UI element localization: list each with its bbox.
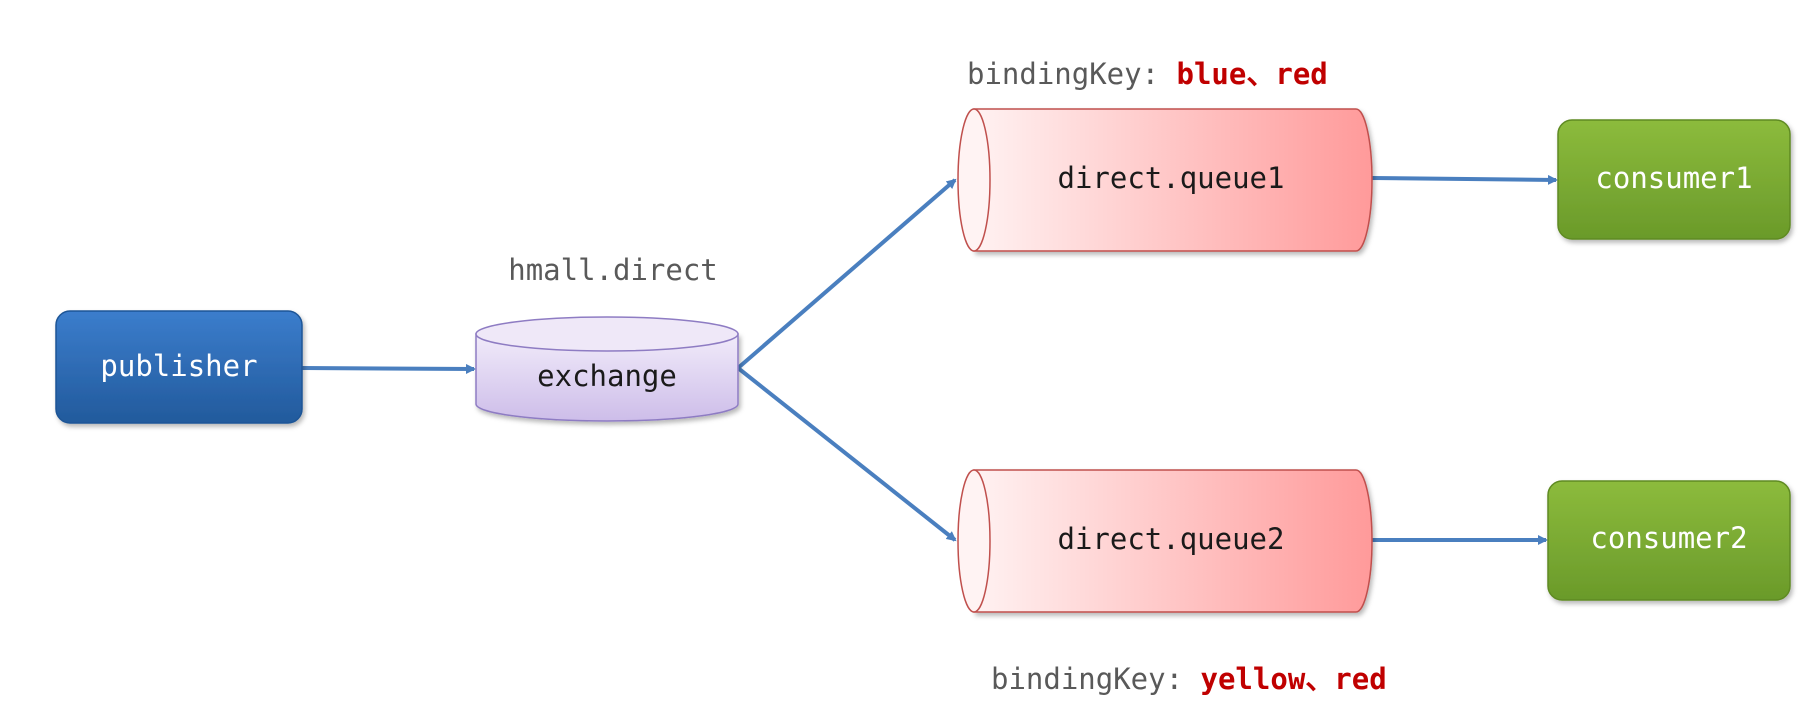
queue2-end-cap — [957, 469, 991, 613]
arrow-exchange-to-queue2 — [736, 366, 957, 542]
consumer2-label: consumer2 — [1590, 521, 1747, 555]
queue2-node: direct.queue2 bindingKey: yellow、red — [957, 469, 1387, 696]
publisher-node: publisher — [55, 310, 303, 424]
exchange-name: hmall.direct — [508, 253, 718, 287]
exchange-top — [475, 316, 739, 352]
queue2-binding-caption: bindingKey: yellow、red — [991, 662, 1387, 696]
queue2-body — [973, 469, 1373, 613]
publisher-box — [55, 310, 303, 424]
queue1-end-cap — [957, 108, 991, 252]
queue1-binding-keys: blue、red — [1177, 57, 1328, 91]
queue1-body — [973, 108, 1373, 252]
exchange-body — [475, 333, 739, 422]
arrow-exchange-to-queue1 — [736, 178, 957, 370]
publisher-label: publisher — [100, 349, 257, 383]
consumer2-node: consumer2 — [1547, 480, 1791, 601]
arrows — [301, 174, 1558, 545]
queue1-label: direct.queue1 — [1058, 161, 1285, 195]
arrow-publisher-to-exchange — [301, 363, 476, 374]
queue1-binding-prefix: bindingKey: — [967, 57, 1177, 91]
queue2-label: direct.queue2 — [1058, 522, 1285, 556]
queue1-binding-caption: bindingKey: blue、red — [967, 57, 1328, 91]
exchange-node: hmall.direct exchange — [475, 253, 739, 422]
queue1-node: bindingKey: blue、red direct.queue1 — [957, 57, 1373, 252]
queue2-binding-keys: yellow、red — [1201, 662, 1387, 696]
exchange-label: exchange — [537, 359, 677, 393]
arrow-queue1-to-consumer1 — [1371, 174, 1558, 185]
consumer1-box — [1557, 119, 1791, 240]
consumer1-node: consumer1 — [1557, 119, 1791, 240]
queue2-binding-prefix: bindingKey: — [991, 662, 1201, 696]
consumer2-box — [1547, 480, 1791, 601]
consumer1-label: consumer1 — [1595, 161, 1752, 195]
